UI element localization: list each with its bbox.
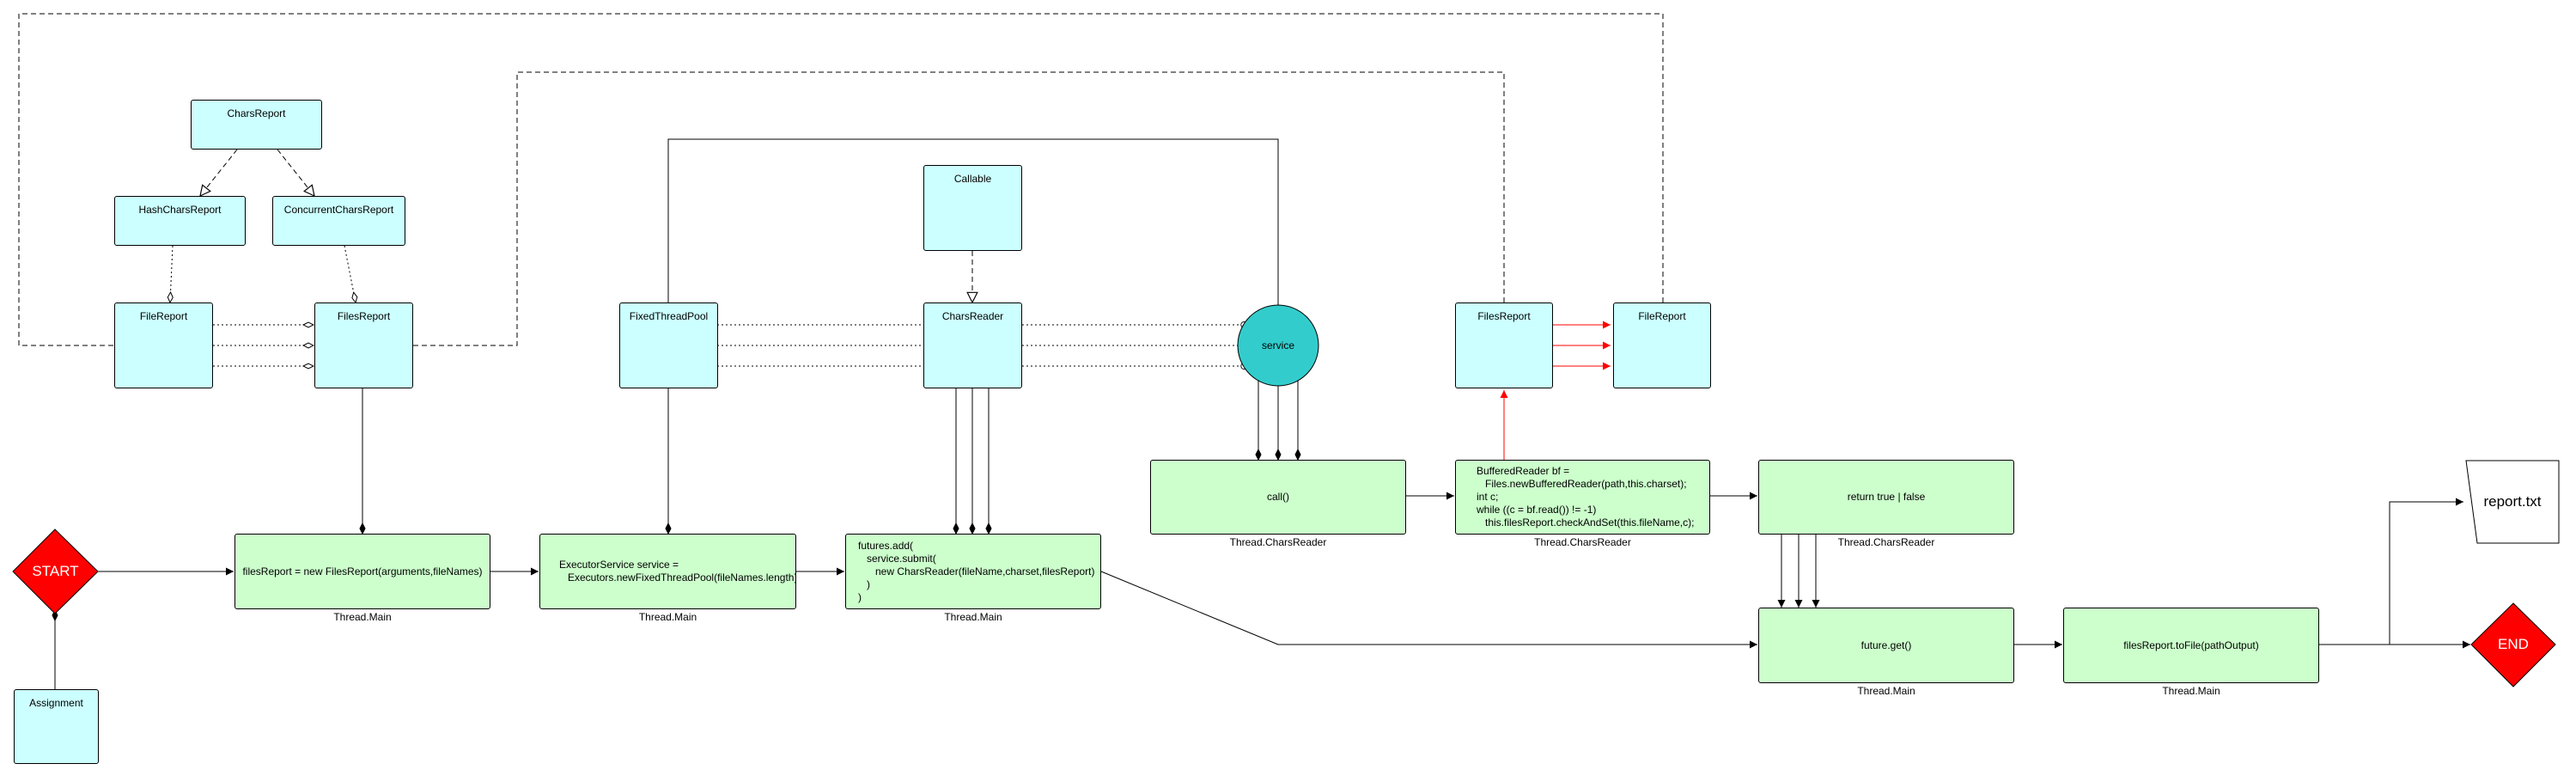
start-label: START [32, 563, 79, 579]
class-file-report-right[interactable]: FileReport [1613, 302, 1711, 388]
caption-thread-main-1: Thread.Main [333, 611, 392, 623]
flow-futures-to-get [1100, 571, 1757, 649]
class-fixed-thread-pool[interactable]: FixedThreadPool [619, 302, 718, 388]
edge-hash-generalizes [200, 149, 238, 196]
action-return-bool[interactable]: return true | false [1758, 460, 2014, 535]
caption-thread-main-2: Thread.Main [638, 611, 697, 623]
dashed-loop-inner [413, 71, 1505, 346]
report-document-label: report.txt [2483, 493, 2542, 510]
caption-thread-main-5: Thread.Main [2162, 685, 2220, 697]
class-chars-report[interactable]: CharsReport [191, 100, 322, 150]
report-document-node[interactable] [2465, 460, 2560, 544]
caption-thread-chars-reader-1: Thread.CharsReader [1229, 536, 1327, 548]
edge-hash-to-filereport [170, 245, 173, 302]
class-file-report-left[interactable]: FileReport [114, 302, 213, 388]
action-to-file-text: filesReport.toFile(pathOutput) [2123, 639, 2259, 651]
action-futures-add[interactable]: futures.add( service.submit( new CharsRe… [845, 534, 1101, 609]
action-buffered-reader-text: BufferedReader bf = Files.newBufferedRea… [1477, 465, 1695, 529]
action-call-text: call() [1267, 491, 1289, 503]
service-label: service [1261, 339, 1294, 351]
action-future-get-text: future.get() [1860, 639, 1912, 651]
edge-pool-service-top [667, 138, 1279, 306]
flow-tofile-to-report [2389, 498, 2463, 645]
action-files-report-new-text: filesReport = new FilesReport(arguments,… [242, 565, 483, 577]
class-files-report-right[interactable]: FilesReport [1455, 302, 1553, 388]
action-return-bool-text: return true | false [1847, 491, 1926, 503]
class-assignment[interactable]: Assignment [14, 689, 99, 764]
end-label: END [2498, 636, 2529, 652]
class-callable[interactable]: Callable [923, 165, 1022, 251]
caption-thread-main-3: Thread.Main [944, 611, 1002, 623]
dashed-loop-outer [18, 13, 1664, 346]
class-concurrent-chars-report[interactable]: ConcurrentCharsReport [272, 196, 405, 246]
start-node[interactable] [12, 529, 99, 614]
class-files-report-left[interactable]: FilesReport [314, 302, 413, 388]
caption-thread-chars-reader-2: Thread.CharsReader [1534, 536, 1631, 548]
action-files-report-new[interactable]: filesReport = new FilesReport(arguments,… [234, 534, 490, 609]
caption-thread-chars-reader-3: Thread.CharsReader [1837, 536, 1935, 548]
action-executor-service[interactable]: ExecutorService service = Executors.newF… [539, 534, 796, 609]
end-node[interactable] [2470, 602, 2556, 687]
action-to-file[interactable]: filesReport.toFile(pathOutput) [2063, 608, 2319, 683]
class-hash-chars-report[interactable]: HashCharsReport [114, 196, 246, 246]
action-executor-service-text: ExecutorService service = Executors.newF… [559, 559, 796, 584]
edge-concurrent-generalizes [277, 149, 314, 196]
caption-thread-main-4: Thread.Main [1857, 685, 1915, 697]
action-futures-add-text: futures.add( service.submit( new CharsRe… [858, 539, 1095, 603]
class-chars-reader[interactable]: CharsReader [923, 302, 1022, 388]
action-buffered-reader[interactable]: BufferedReader bf = Files.newBufferedRea… [1455, 460, 1710, 535]
edge-concurrent-to-filesreport [344, 245, 356, 302]
service-node[interactable] [1237, 304, 1319, 387]
action-future-get[interactable]: future.get() [1758, 608, 2014, 683]
action-call[interactable]: call() [1150, 460, 1406, 535]
